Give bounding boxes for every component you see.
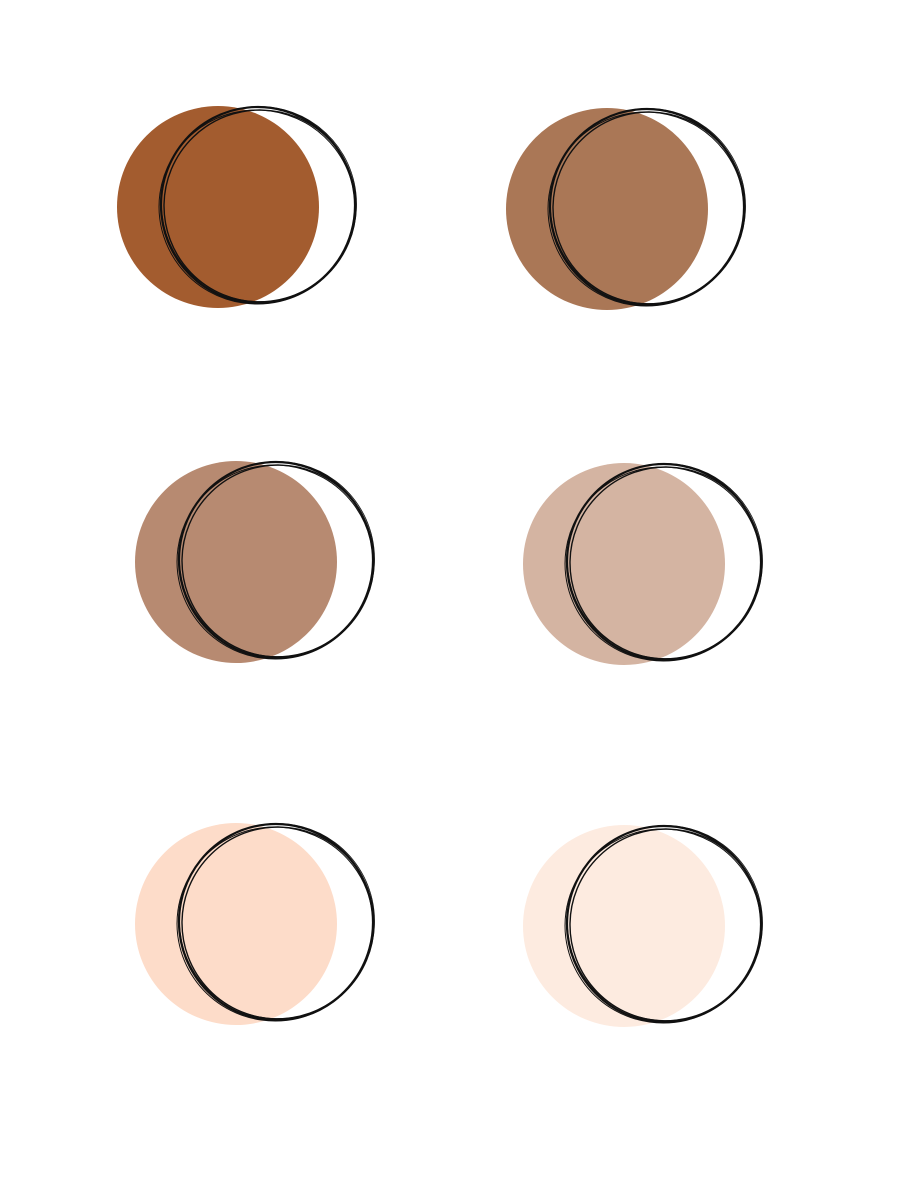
color-disc [135, 823, 337, 1025]
swatch-graphic [117, 105, 357, 308]
sketch-ring-stroke [550, 108, 746, 304]
swatch-graphic [523, 824, 763, 1027]
swatch-graphic [135, 822, 375, 1025]
sketch-ring-stroke [176, 464, 374, 660]
color-disc [506, 108, 708, 310]
sketch-ring-stroke [176, 826, 374, 1022]
sketch-ring-stroke [564, 466, 762, 662]
sketch-ring-stroke [564, 828, 762, 1024]
color-swatch-1 [100, 95, 360, 315]
sketch-ring-stroke [567, 825, 763, 1021]
swatch-graphic [506, 107, 746, 310]
sketch-ring-stroke [567, 463, 763, 659]
color-disc [523, 463, 725, 665]
swatch-graphic [523, 462, 763, 665]
sketch-ring-stroke [179, 461, 375, 657]
color-swatch-6 [506, 814, 766, 1034]
color-swatch-2 [489, 97, 749, 317]
color-disc [117, 106, 319, 308]
color-swatch-5 [118, 812, 378, 1032]
swatch-graphic [135, 460, 375, 663]
color-disc [523, 825, 725, 1027]
sketch-ring-stroke [547, 111, 745, 307]
color-swatch-4 [506, 452, 766, 672]
sketch-ring-stroke [161, 106, 357, 302]
color-swatch-3 [118, 450, 378, 670]
sketch-ring-stroke [158, 109, 356, 305]
color-disc [135, 461, 337, 663]
sketch-ring-stroke [179, 823, 375, 1019]
